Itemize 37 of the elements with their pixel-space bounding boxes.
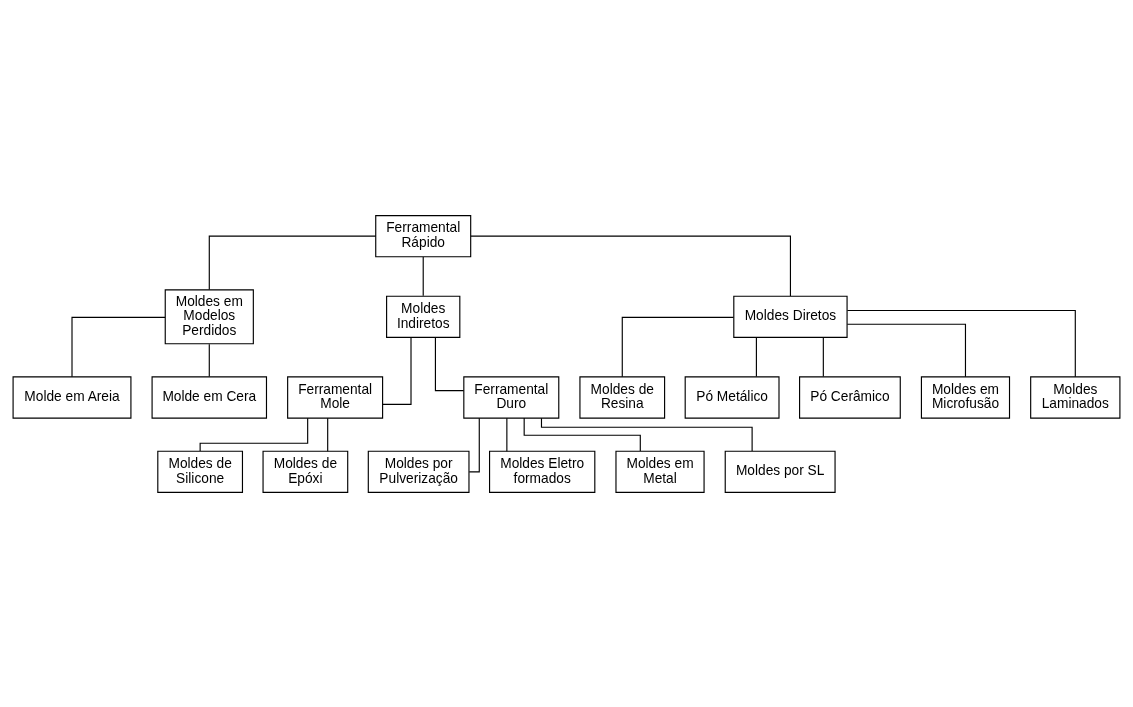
connector (199, 417, 309, 452)
connector (327, 417, 329, 452)
node-box: Ferramental Rápido (375, 214, 472, 257)
node-box: Moldes Diretos (733, 295, 848, 338)
node-box: Molde em Areia (12, 375, 132, 419)
node-box: Moldes Indiretos (386, 295, 461, 338)
connector (755, 336, 757, 377)
connector (621, 316, 735, 377)
connector (470, 235, 791, 297)
node-box: Molde em Cera (151, 375, 268, 419)
connector (540, 417, 753, 452)
connector (822, 336, 824, 377)
connector (71, 316, 166, 377)
node-box: Moldes por SL (724, 450, 836, 493)
connector (846, 309, 1076, 377)
node-box: Ferramental Mole (287, 375, 384, 419)
connector (523, 417, 641, 452)
node-box: Moldes de Resina (579, 375, 666, 419)
node-box: Moldes de Epóxi (262, 450, 349, 493)
node-box: Moldes em Modelos Perdidos (164, 288, 254, 344)
node-box: Ferramental Duro (463, 375, 560, 419)
connector (422, 255, 424, 296)
connector (468, 417, 480, 472)
node-box: Moldes de Silicone (157, 450, 244, 493)
node-box: Moldes por Pulverização (367, 450, 470, 493)
node-box: Pó Cerâmico (799, 375, 901, 419)
node-box: Moldes em Metal (615, 450, 705, 493)
node-box: Pó Metálico (684, 375, 780, 419)
connector (434, 336, 465, 391)
node-box: Moldes Eletro formados (489, 450, 596, 493)
connector (208, 235, 377, 290)
node-box: Moldes Laminados (1030, 375, 1121, 419)
connector (506, 417, 508, 452)
node-box: Moldes em Microfusão (920, 375, 1011, 419)
connector (208, 343, 210, 377)
connector (846, 323, 967, 377)
connector (382, 336, 412, 405)
